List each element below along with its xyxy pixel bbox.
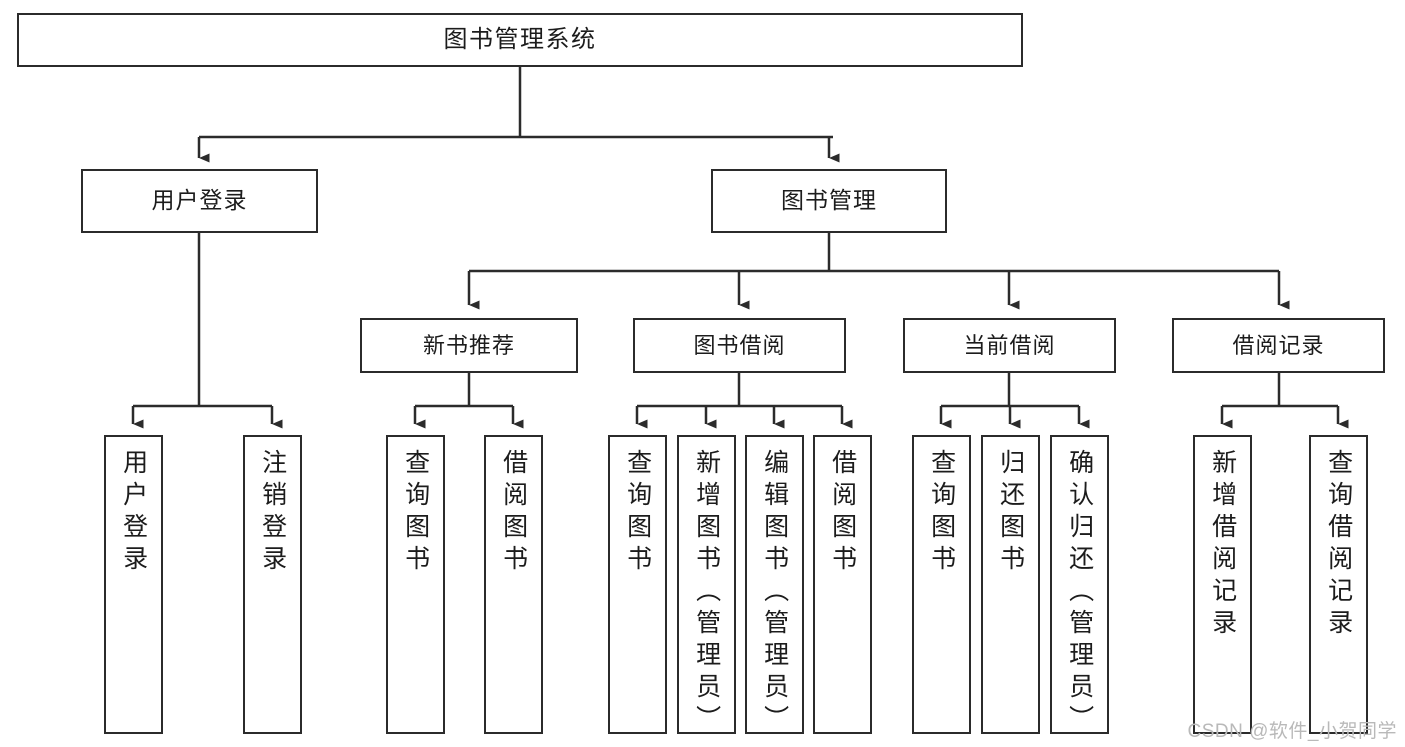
leaf-current-borrow-query[interactable]: 查询图书 (912, 435, 971, 734)
leaf-user-login-logout[interactable]: 注销登录 (243, 435, 302, 734)
node-label: 新增借阅记录 (1208, 449, 1237, 641)
leaf-current-borrow-return[interactable]: 归还图书 (981, 435, 1040, 734)
node-root-system[interactable]: 图书管理系统 (17, 13, 1023, 67)
leaf-book-borrow-add[interactable]: 新增图书（管理员） (677, 435, 736, 737)
node-label: 编辑图书（管理员） (760, 449, 789, 737)
node-label: 图书借阅 (693, 332, 786, 358)
node-user-login[interactable]: 用户登录 (81, 169, 318, 233)
leaf-borrow-record-add[interactable]: 新增借阅记录 (1193, 435, 1252, 734)
leaf-book-borrow-edit[interactable]: 编辑图书（管理员） (745, 435, 804, 737)
node-label: 当前借阅 (963, 332, 1056, 358)
node-label: 新增图书（管理员） (692, 449, 721, 737)
node-label: 归还图书 (996, 449, 1025, 577)
node-label: 新书推荐 (422, 332, 515, 358)
node-label: 借阅图书 (499, 449, 528, 577)
node-label: 借阅记录 (1232, 332, 1325, 358)
node-borrow-record[interactable]: 借阅记录 (1172, 318, 1385, 373)
node-current-borrow[interactable]: 当前借阅 (903, 318, 1116, 373)
leaf-borrow-record-query[interactable]: 查询借阅记录 (1309, 435, 1368, 734)
node-label: 用户登录 (151, 187, 248, 214)
leaf-book-borrow-query[interactable]: 查询图书 (608, 435, 667, 734)
node-book-management[interactable]: 图书管理 (711, 169, 947, 233)
node-label: 注销登录 (258, 449, 287, 577)
node-new-book-recommend[interactable]: 新书推荐 (360, 318, 578, 373)
node-label: 查询借阅记录 (1324, 449, 1353, 641)
leaf-book-borrow-borrow[interactable]: 借阅图书 (813, 435, 872, 734)
node-label: 确认归还（管理员） (1065, 449, 1094, 737)
leaf-current-borrow-confirm[interactable]: 确认归还（管理员） (1050, 435, 1109, 737)
leaf-user-login-login[interactable]: 用户登录 (104, 435, 163, 734)
node-label: 图书管理 (781, 187, 877, 214)
node-book-borrow[interactable]: 图书借阅 (633, 318, 846, 373)
node-label: 查询图书 (401, 449, 430, 577)
node-label: 查询图书 (623, 449, 652, 577)
node-label: 借阅图书 (828, 449, 857, 577)
leaf-new-book-query[interactable]: 查询图书 (386, 435, 445, 734)
leaf-new-book-borrow[interactable]: 借阅图书 (484, 435, 543, 734)
node-label: 查询图书 (927, 449, 956, 577)
node-label: 图书管理系统 (443, 25, 597, 53)
node-label: 用户登录 (119, 449, 148, 577)
